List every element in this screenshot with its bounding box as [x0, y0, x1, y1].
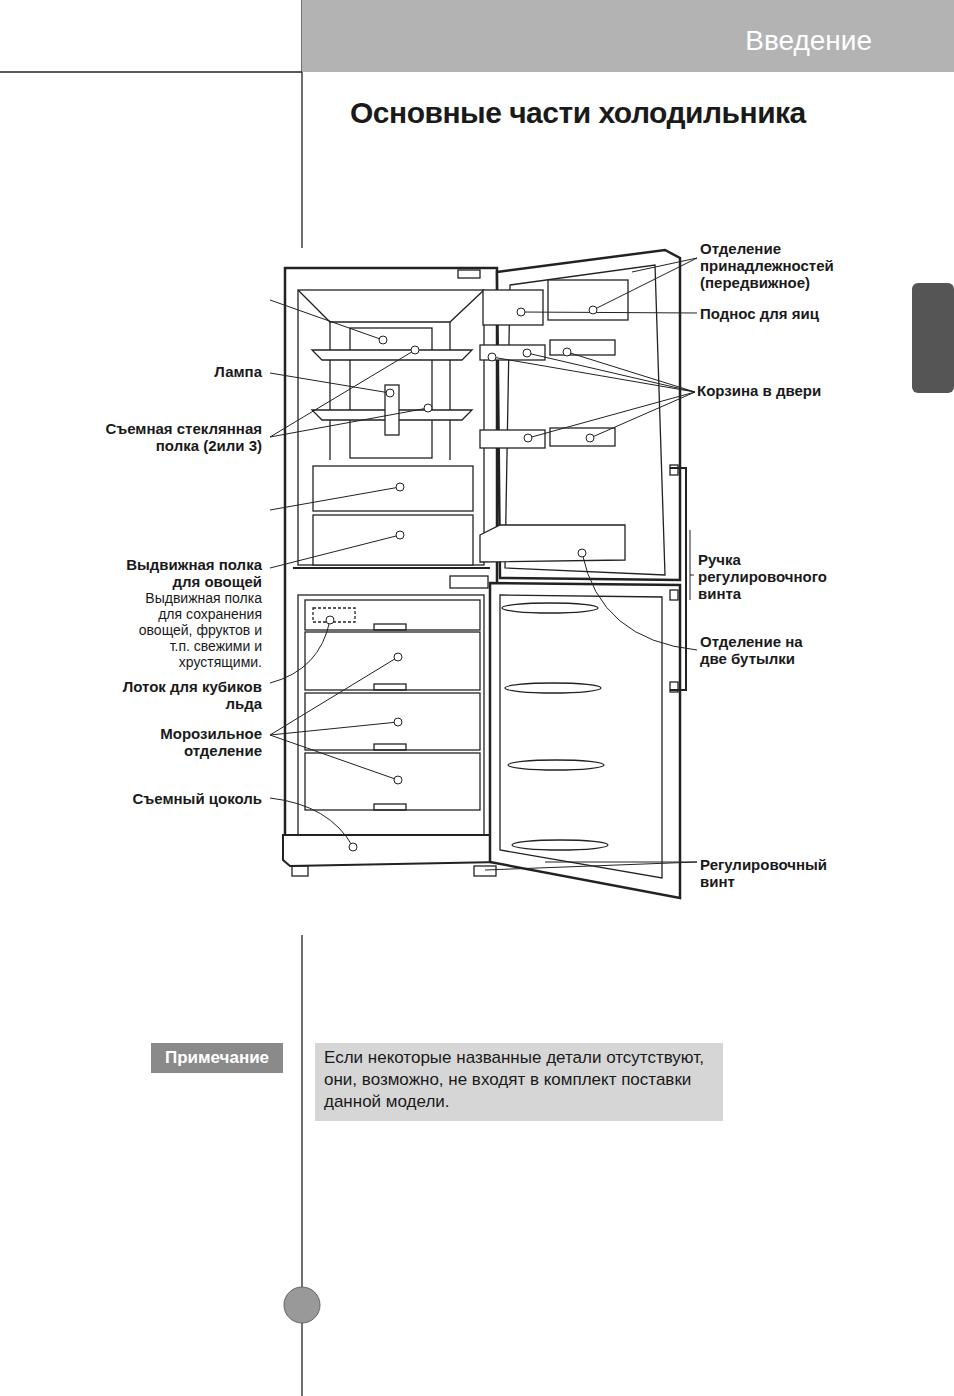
- header-band: Введение: [302, 0, 954, 72]
- node-text: Если некоторые названные детали отсутств…: [324, 1047, 713, 1113]
- part-label: Отделение на две бутылки: [700, 633, 818, 667]
- node-text: Примечание: [155, 1047, 279, 1069]
- note-box: Если некоторые названные детали отсутств…: [315, 1043, 723, 1121]
- part-label: Лоток для кубиков льда: [110, 678, 262, 712]
- part-label: Отделение принадлежностей (передвижное): [700, 240, 850, 291]
- part-label: Регулировочный винт: [700, 856, 840, 890]
- section-tab: [912, 283, 954, 393]
- note-tag: Примечание: [151, 1043, 283, 1073]
- part-label: Выдвижная полка для овощей: [112, 556, 262, 590]
- node-text: Введение: [312, 24, 872, 57]
- page-title: Основные части холодильника: [350, 95, 806, 131]
- part-label: Съемный цоколь: [112, 790, 262, 807]
- part-label: Поднос для яиц: [700, 305, 850, 322]
- part-label: Выдвижная полка для сохранения овощей, ф…: [122, 590, 262, 670]
- part-label: Лампа: [142, 363, 262, 380]
- part-label: Ручка регулировочного винта: [698, 551, 838, 602]
- part-label: Корзина в двери: [697, 382, 847, 399]
- part-label: Съемная стеклянная полка (2или 3): [102, 420, 262, 454]
- part-label: Морозильное отделение: [150, 725, 262, 759]
- page-dot: [284, 1287, 320, 1323]
